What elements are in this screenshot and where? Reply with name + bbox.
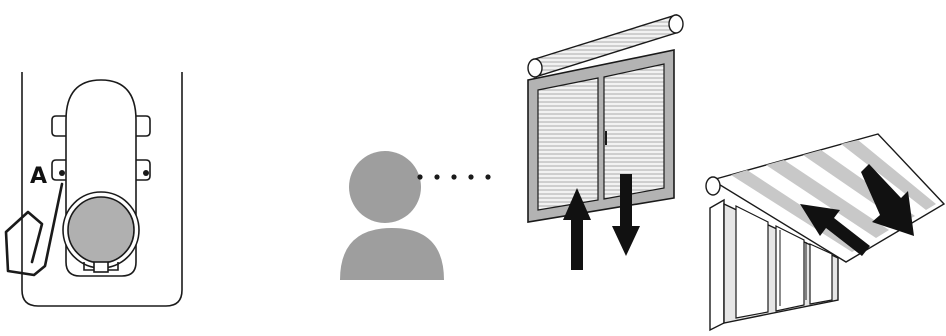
awning-arrows [800,164,914,256]
reset-point-dot [59,170,65,176]
shutter-arrows [563,174,640,270]
awning-left-frame [709,198,725,332]
battery-cell [67,196,135,264]
indicator-dot [143,170,149,176]
retract-arrow-icon [800,204,870,256]
extend-arrow-icon [861,164,914,236]
paperclip-icon [4,182,64,277]
roller-shutter-window [527,14,684,223]
person-head [349,151,421,223]
remote-device [21,72,183,307]
up-arrow-icon [563,188,591,270]
person-icon [340,151,444,280]
point-a-label: A [30,164,47,189]
signal-dots [417,174,491,180]
person-body [340,228,444,280]
down-arrow-icon [612,174,640,256]
